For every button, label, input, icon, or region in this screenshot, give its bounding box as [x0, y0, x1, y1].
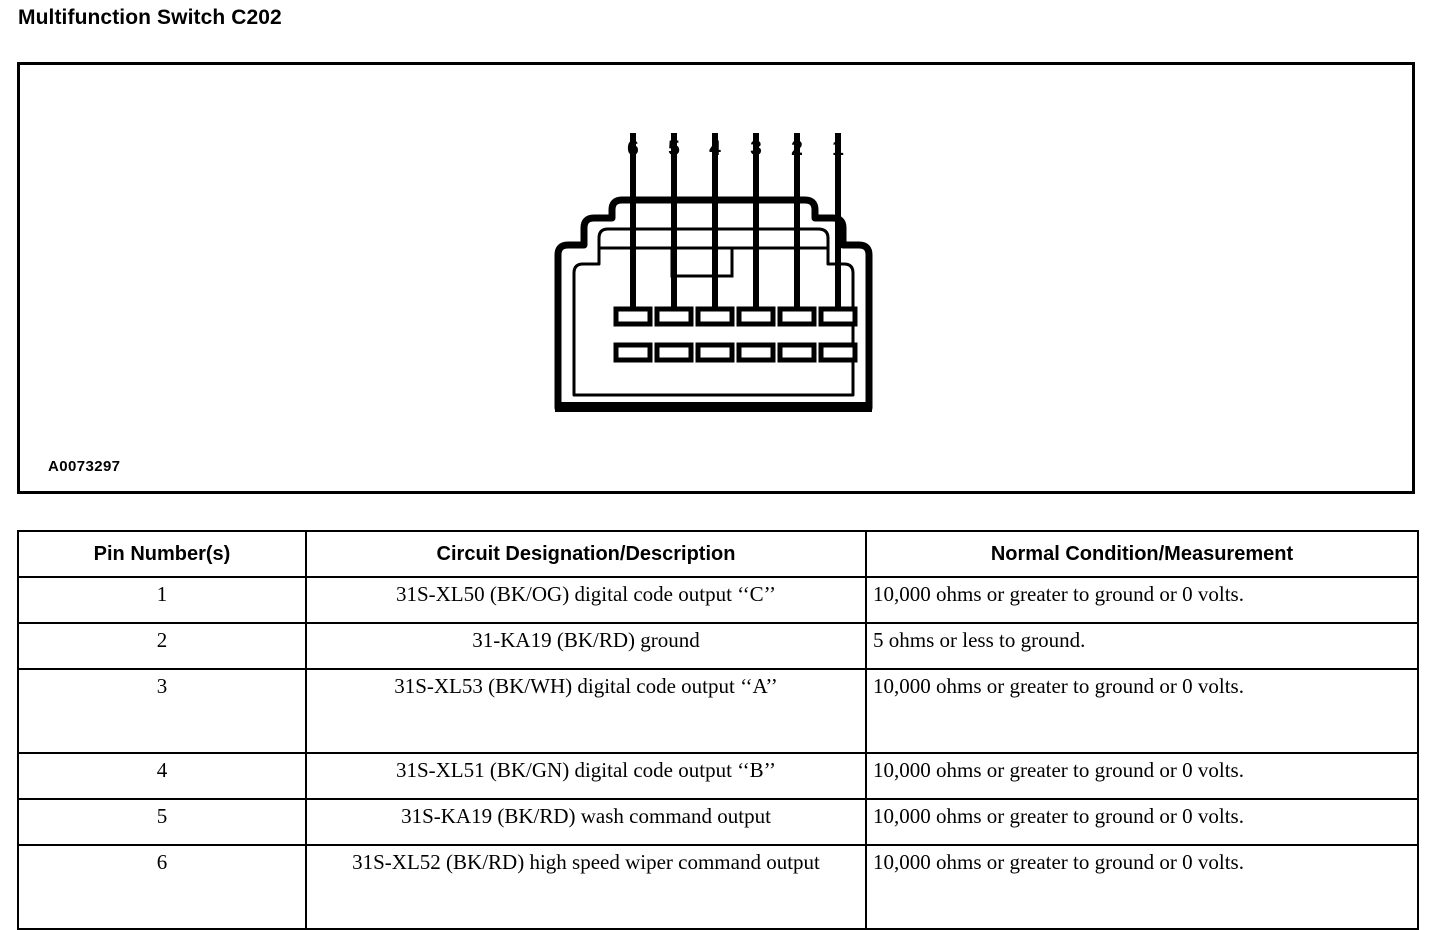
figure-id-label: A0073297 — [48, 458, 121, 475]
column-header-circuit: Circuit Designation/Description — [305, 530, 867, 578]
connector-base-bar — [555, 402, 872, 412]
cell-circuit: 31S-XL53 (BK/WH) digital code output ‘‘A… — [305, 668, 867, 754]
cell-pin-number: 3 — [17, 668, 307, 754]
cell-measurement: 10,000 ohms or greater to ground or 0 vo… — [865, 668, 1419, 754]
connector-center-key — [670, 246, 734, 278]
column-header-normal: Normal Condition/Measurement — [865, 530, 1419, 578]
table-header-row: Pin Number(s) Circuit Designation/Descri… — [17, 530, 1419, 578]
page-title: Multifunction Switch C202 — [18, 6, 282, 29]
cell-pin-number: 5 — [17, 798, 307, 846]
cell-measurement: 10,000 ohms or greater to ground or 0 vo… — [865, 752, 1419, 800]
table-row: 4 31S-XL51 (BK/GN) digital code output ‘… — [17, 752, 1419, 800]
cell-pin-number: 4 — [17, 752, 307, 800]
cell-circuit: 31S-KA19 (BK/RD) wash command output — [305, 798, 867, 846]
connector-figure-box: 6 5 4 3 2 1 — [17, 62, 1415, 494]
cell-measurement: 10,000 ohms or greater to ground or 0 vo… — [865, 844, 1419, 930]
table-row: 5 31S-KA19 (BK/RD) wash command output 1… — [17, 798, 1419, 846]
terminal-cavity-lower-3 — [736, 342, 776, 363]
terminal-cavity-lower-4 — [695, 342, 735, 363]
terminal-cavity-6 — [613, 306, 653, 327]
terminal-cavity-2 — [777, 306, 817, 327]
cell-measurement: 5 ohms or less to ground. — [865, 622, 1419, 670]
pin-description-table: Pin Number(s) Circuit Designation/Descri… — [17, 530, 1419, 930]
terminal-cavity-4 — [695, 306, 735, 327]
terminal-cavity-row-upper — [613, 306, 858, 327]
terminal-cavity-lower-2 — [777, 342, 817, 363]
cell-circuit: 31S-XL51 (BK/GN) digital code output ‘‘B… — [305, 752, 867, 800]
terminal-cavity-lower-5 — [654, 342, 694, 363]
terminal-cavity-lower-1 — [818, 342, 858, 363]
table-row: 1 31S-XL50 (BK/OG) digital code output ‘… — [17, 576, 1419, 624]
column-header-pin: Pin Number(s) — [17, 530, 307, 578]
pin-leader-lines — [630, 133, 841, 309]
table-row: 3 31S-XL53 (BK/WH) digital code output ‘… — [17, 668, 1419, 754]
cell-pin-number: 2 — [17, 622, 307, 670]
connector-outline-svg — [554, 133, 873, 412]
terminal-cavity-row-lower — [613, 342, 858, 363]
cell-circuit: 31-KA19 (BK/RD) ground — [305, 622, 867, 670]
table-row: 2 31-KA19 (BK/RD) ground 5 ohms or less … — [17, 622, 1419, 670]
cell-measurement: 10,000 ohms or greater to ground or 0 vo… — [865, 576, 1419, 624]
cell-pin-number: 1 — [17, 576, 307, 624]
terminal-cavity-3 — [736, 306, 776, 327]
cell-measurement: 10,000 ohms or greater to ground or 0 vo… — [865, 798, 1419, 846]
terminal-cavity-lower-6 — [613, 342, 653, 363]
cell-circuit: 31S-XL52 (BK/RD) high speed wiper comman… — [305, 844, 867, 930]
cell-pin-number: 6 — [17, 844, 307, 930]
connector-inner-wall — [572, 227, 855, 397]
cell-circuit: 31S-XL50 (BK/OG) digital code output ‘‘C… — [305, 576, 867, 624]
terminal-cavity-1 — [818, 306, 858, 327]
terminal-cavity-5 — [654, 306, 694, 327]
connector-diagram — [540, 133, 900, 423]
table-row: 6 31S-XL52 (BK/RD) high speed wiper comm… — [17, 844, 1419, 930]
